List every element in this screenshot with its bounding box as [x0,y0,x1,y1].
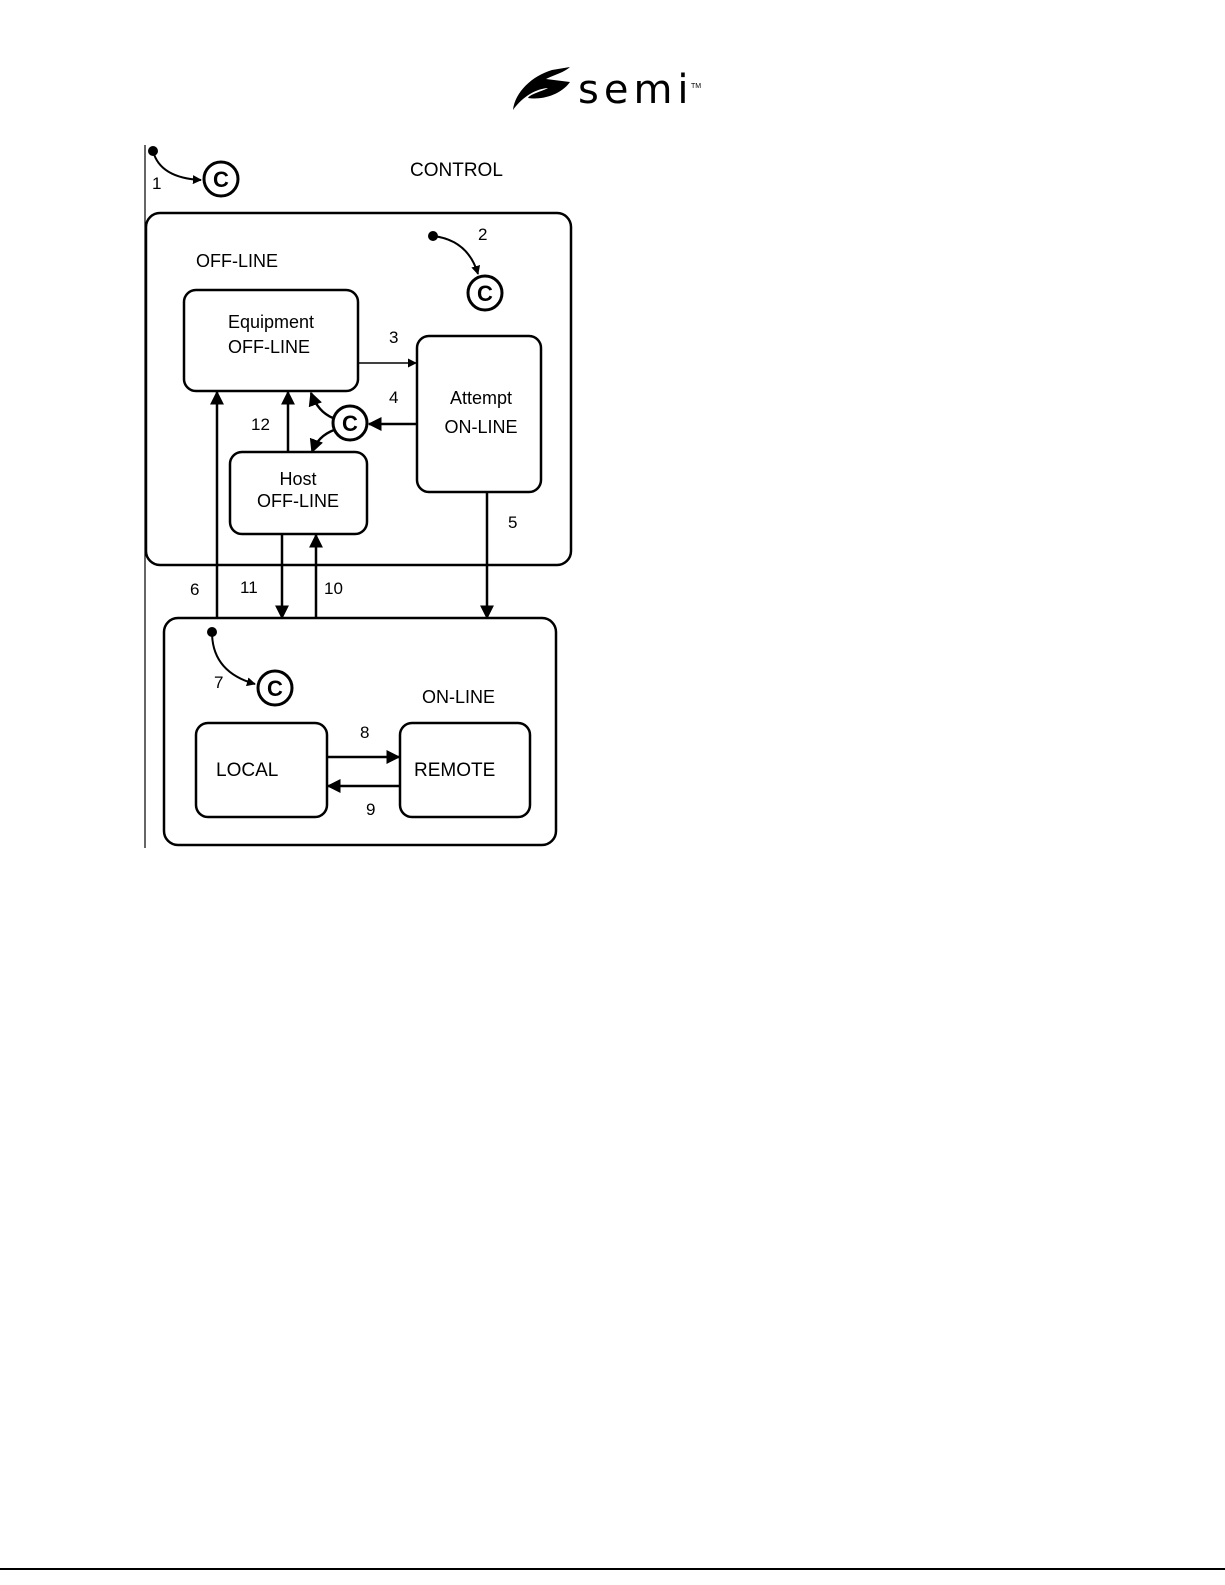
state-host-offline-line1: Host [279,469,316,489]
conditional-letter: C [267,676,283,701]
transition-7-initial: C 7 [207,627,292,705]
conditional-to-equipment-arrow [311,393,333,418]
state-attempt-online [417,336,541,492]
transition-label-5: 5 [508,513,517,532]
transition-label-10: 10 [324,579,343,598]
online-label: ON-LINE [422,687,495,707]
conditional-to-host-arrow [312,430,334,452]
state-local-label: LOCAL [216,760,278,781]
transition-label-1: 1 [152,174,161,193]
transition-label-12: 12 [251,415,270,434]
semi-logo-mark [513,67,570,110]
transition-label-11: 11 [240,578,258,597]
transition-label-8: 8 [360,723,369,742]
state-remote-label: REMOTE [414,760,495,781]
conditional-letter: C [477,281,493,306]
conditional-letter: C [213,167,229,192]
state-equipment-offline-line2: OFF-LINE [228,337,310,357]
state-attempt-online-line2: ON-LINE [444,417,517,437]
transition-label-4: 4 [389,388,398,407]
state-host-offline-line2: OFF-LINE [257,491,339,511]
transition-2-arrow [433,236,478,274]
transition-label-9: 9 [366,800,375,819]
offline-label: OFF-LINE [196,251,278,271]
semi-logo-trademark: TM [691,83,701,90]
control-label: CONTROL [410,160,503,181]
state-attempt-online-line1: Attempt [450,388,512,408]
transition-label-7: 7 [214,673,223,692]
transition-1-initial: C 1 [148,146,238,196]
transition-label-2: 2 [478,225,487,244]
transition-2-initial: C 2 [428,225,502,310]
semi-logo-text: semi [578,67,694,113]
page-bottom-rule [0,1568,1225,1570]
transition-label-6: 6 [190,580,199,599]
transition-label-3: 3 [389,328,398,347]
conditional-letter: C [342,411,358,436]
semi-logo: semi TM [513,67,701,113]
state-equipment-offline-line1: Equipment [228,312,314,332]
